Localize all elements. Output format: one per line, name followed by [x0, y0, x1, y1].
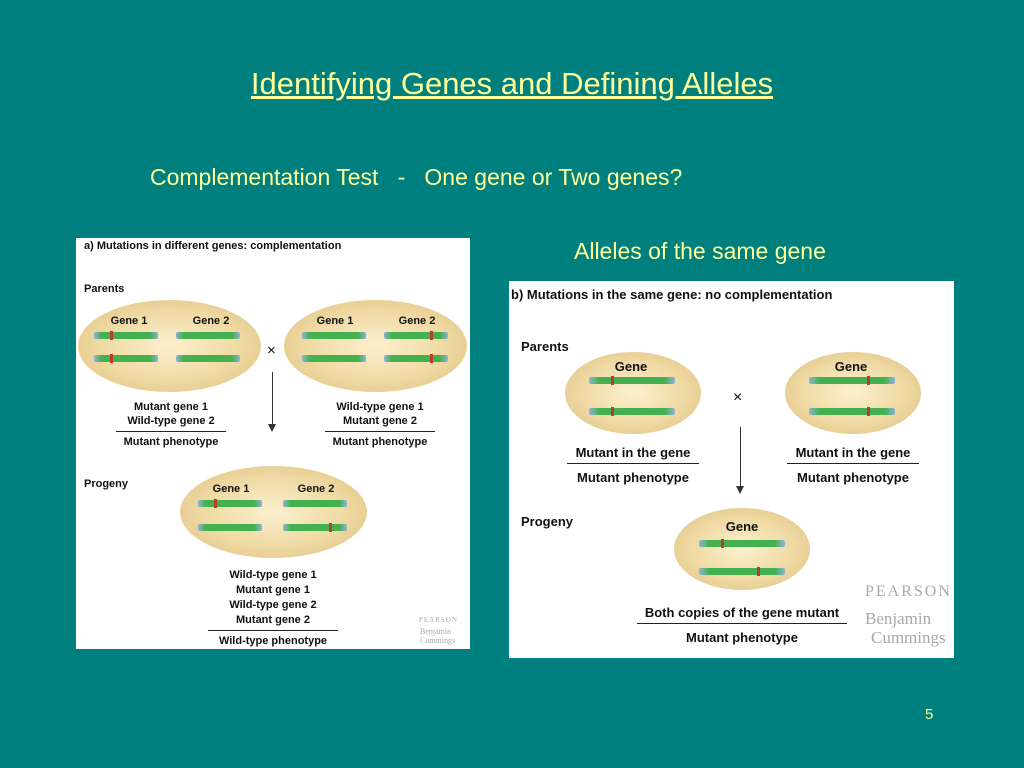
divider [325, 431, 435, 432]
gene-label: Gene [834, 359, 868, 374]
publisher-logo-line1: Benjamin [420, 627, 452, 636]
mutation-mark [867, 376, 870, 385]
right-parent-genotype-2: Mutant gene 2 [343, 415, 417, 427]
mutation-mark [611, 376, 614, 385]
left-parent-genotype-2: Wild-type gene 2 [127, 415, 215, 427]
panel-a-heading: a) Mutations in different genes: complem… [84, 240, 342, 252]
mutation-mark [110, 354, 113, 363]
gene1-label: Gene 1 [110, 315, 148, 327]
gene2-label: Gene 2 [297, 483, 335, 495]
chromosome [94, 331, 158, 340]
progeny-genotype-2: Mutant gene 1 [236, 584, 310, 596]
right-parent-cell [284, 300, 467, 392]
cross-symbol: × [733, 389, 743, 406]
gene-label: Gene [614, 359, 648, 374]
progeny-phenotype: Wild-type phenotype [218, 635, 328, 647]
divider [567, 463, 699, 464]
panel-b-heading: b) Mutations in the same gene: no comple… [511, 287, 833, 302]
progeny-genotype-3: Wild-type gene 2 [229, 599, 317, 611]
chromosome [302, 332, 366, 339]
progeny-phenotype: Mutant phenotype [686, 630, 798, 645]
slide-subtitle: Complementation Test - One gene or Two g… [150, 164, 683, 190]
chromosome [384, 331, 448, 340]
divider [787, 463, 919, 464]
gene2-label: Gene 2 [192, 315, 230, 327]
divider [116, 431, 226, 432]
publisher-logo: PEARSON [419, 616, 458, 624]
chromosome [283, 500, 347, 507]
right-parent-phenotype: Mutant phenotype [797, 470, 909, 485]
panel-b-parents-label: Parents [521, 339, 569, 354]
left-parent-genotype: Mutant in the gene [575, 445, 691, 460]
right-parent-phenotype: Mutant phenotype [332, 436, 428, 448]
same-gene-heading: Alleles of the same gene [574, 238, 826, 264]
arrow-down-icon [272, 372, 273, 427]
left-parent-phenotype: Mutant phenotype [123, 436, 219, 448]
mutation-mark [721, 539, 724, 548]
mutation-mark [611, 407, 614, 416]
progeny-cell [674, 508, 810, 590]
mutation-mark [430, 354, 433, 363]
slide-number: 5 [925, 706, 934, 723]
mutation-mark [110, 331, 113, 340]
gene2-label: Gene 2 [398, 315, 436, 327]
chromosome [589, 407, 675, 416]
slide-title: Identifying Genes and Defining Alleles [250, 66, 774, 101]
arrow-head-icon [268, 424, 276, 432]
panel-a-progeny-label: Progeny [84, 478, 129, 490]
chromosome [198, 499, 262, 508]
chromosome [809, 376, 895, 385]
chromosome [589, 376, 675, 385]
chromosome [809, 407, 895, 416]
right-parent-genotype-1: Wild-type gene 1 [336, 401, 424, 413]
publisher-logo-line2: Cummings [420, 636, 456, 645]
left-parent-cell [78, 300, 261, 392]
gene1-label: Gene 1 [316, 315, 354, 327]
publisher-logo-line1: Benjamin [865, 609, 932, 628]
mutation-mark [214, 499, 217, 508]
divider [208, 630, 338, 631]
left-parent-phenotype: Mutant phenotype [577, 470, 689, 485]
chromosome [283, 523, 347, 532]
gene1-label: Gene 1 [212, 483, 250, 495]
chromosome [176, 332, 240, 339]
progeny-cell [180, 466, 367, 558]
chromosome [176, 355, 240, 362]
panel-b-progeny-label: Progeny [521, 514, 574, 529]
right-parent-cell [785, 352, 921, 434]
chromosome [94, 354, 158, 363]
publisher-logo-line2: Cummings [871, 628, 946, 647]
left-parent-cell [565, 352, 701, 434]
cross-symbol: × [267, 342, 276, 359]
progeny-genotype-4: Mutant gene 2 [236, 614, 310, 626]
arrow-down-icon [740, 427, 741, 489]
chromosome [198, 524, 262, 531]
panel-a-parents-label: Parents [84, 283, 125, 295]
progeny-genotype: Both copies of the gene mutant [644, 605, 840, 620]
left-parent-genotype-1: Mutant gene 1 [134, 401, 208, 413]
mutation-mark [757, 567, 760, 576]
panel-complementation: a) Mutations in different genes: complem… [76, 238, 470, 649]
right-parent-genotype: Mutant in the gene [795, 445, 911, 460]
mutation-mark [329, 523, 332, 532]
chromosome [699, 567, 785, 576]
divider [637, 623, 847, 624]
panel-no-complementation: b) Mutations in the same gene: no comple… [509, 281, 954, 658]
chromosome [302, 355, 366, 362]
publisher-logo: PEARSON [865, 583, 952, 600]
chromosome [699, 539, 785, 548]
chromosome [384, 354, 448, 363]
gene-label: Gene [725, 519, 759, 534]
mutation-mark [430, 331, 433, 340]
progeny-genotype-1: Wild-type gene 1 [229, 569, 317, 581]
arrow-head-icon [736, 486, 744, 494]
mutation-mark [867, 407, 870, 416]
